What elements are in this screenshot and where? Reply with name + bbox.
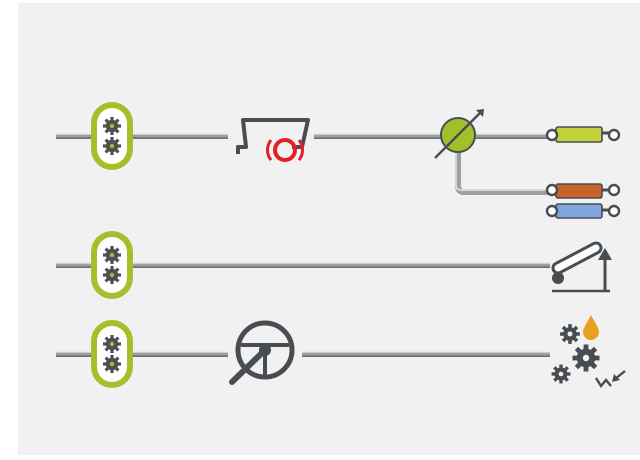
hydraulic-cylinder-icon	[545, 183, 621, 199]
circuit-1	[56, 102, 621, 219]
hydraulic-line	[56, 133, 556, 195]
gear-pump-icon	[91, 320, 133, 388]
gear-pump-icon	[91, 231, 133, 299]
trailer-brake-icon	[236, 118, 310, 162]
gear-pump-icon	[91, 102, 133, 170]
circuit-3	[56, 315, 626, 389]
control-valve-icon	[434, 109, 484, 159]
hydraulic-cylinder-icon	[545, 126, 621, 143]
steering-wheel-icon	[229, 320, 295, 385]
circuit-2	[56, 231, 612, 299]
hydraulic-line	[56, 262, 550, 268]
hydraulic-cylinder-icon	[545, 203, 621, 219]
conveyor-lift-icon	[551, 241, 612, 293]
gearbox-lubrication-icon	[551, 315, 626, 389]
hydraulic-line	[56, 351, 550, 357]
